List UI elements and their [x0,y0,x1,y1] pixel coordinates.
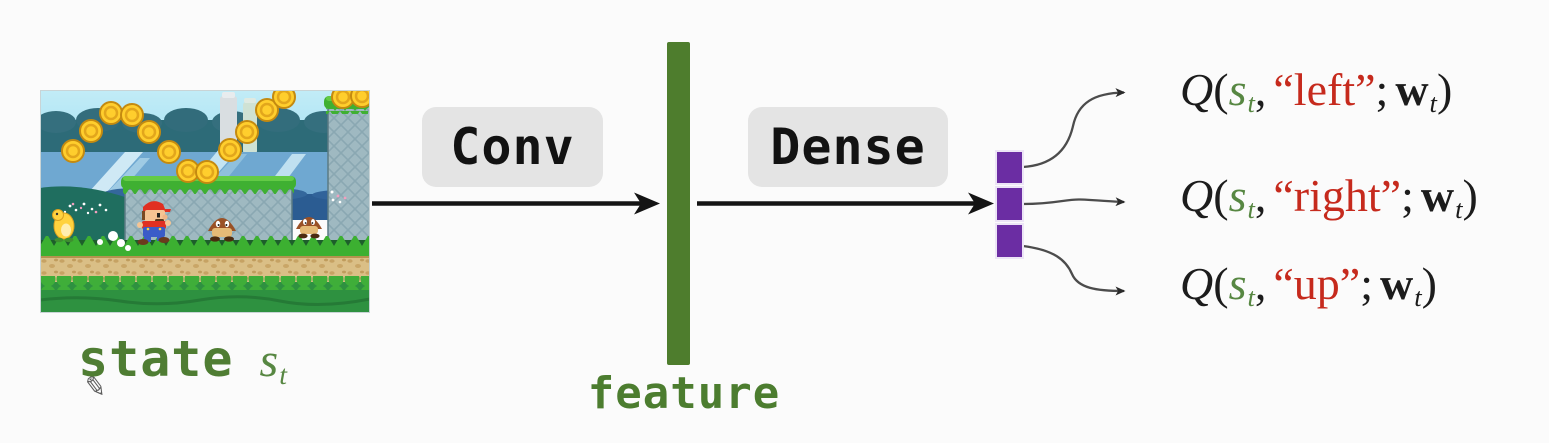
game-screenshot [40,90,370,313]
q-value-up: Q(st,“up”;wt) [1180,258,1437,313]
action-arg: “up” [1273,258,1361,309]
goomba-sprite-1 [208,218,236,242]
close-paren: ) [1462,170,1478,221]
semicolon: ; [1401,170,1414,221]
q-symbol: Q [1180,64,1214,115]
pencil-icon: ✎ [81,370,109,405]
yellow-plant [52,209,75,243]
open-paren: ( [1213,170,1229,221]
weights-arg-subscript: t [1455,194,1463,225]
connector-left [1022,88,1126,169]
output-square-up [995,223,1024,259]
connector-right [1022,197,1126,207]
state-arg-subscript: t [1247,88,1255,119]
state-arg: s [1228,258,1247,309]
state-arg: s [1228,64,1247,115]
weights-arg: w [1395,64,1429,115]
dense-box: Dense [748,107,948,187]
mario-scene-svg [40,90,370,313]
action-arg: “right” [1273,170,1402,221]
action-arg: “left” [1273,64,1376,115]
open-paren: ( [1213,64,1229,115]
close-paren: ) [1421,258,1437,309]
output-connectors [1022,88,1126,296]
comma: , [1254,258,1267,309]
semicolon: ; [1360,258,1374,309]
semicolon: ; [1375,64,1389,115]
dust-puffs [97,231,131,251]
ground [40,236,370,313]
comma: , [1254,170,1267,221]
comma: , [1254,64,1267,115]
output-square-left [995,150,1024,185]
dense-arrow [697,192,994,215]
weights-arg: w [1380,258,1414,309]
right-cliff [324,96,370,249]
feature-label: feature [587,368,781,419]
dense-label: Dense [770,118,926,176]
weights-arg-subscript: t [1414,282,1422,313]
conv-label: Conv [450,118,575,176]
state-arg: s [1228,170,1247,221]
mario-sprite [137,201,171,245]
state-symbol-subscript: t [279,359,287,391]
conv-arrow [372,192,660,215]
q-symbol: Q [1180,258,1214,309]
open-paren: ( [1213,258,1229,309]
q-value-right: Q(st,“right”;wt) [1180,170,1478,225]
q-symbol: Q [1180,170,1214,221]
connector-up [1022,244,1126,296]
conv-box: Conv [422,107,603,187]
state-arg-subscript: t [1247,194,1255,225]
weights-arg-subscript: t [1429,88,1437,119]
state-word: state [78,330,234,388]
feature-bar [667,42,690,365]
close-paren: ) [1436,64,1453,115]
weights-arg: w [1420,170,1455,221]
state-arg-subscript: t [1247,282,1255,313]
state-symbol: s [259,334,279,387]
goomba-sprite-2 [296,217,322,239]
output-square-right [995,186,1024,222]
q-value-left: Q(st,“left”;wt) [1180,64,1453,119]
